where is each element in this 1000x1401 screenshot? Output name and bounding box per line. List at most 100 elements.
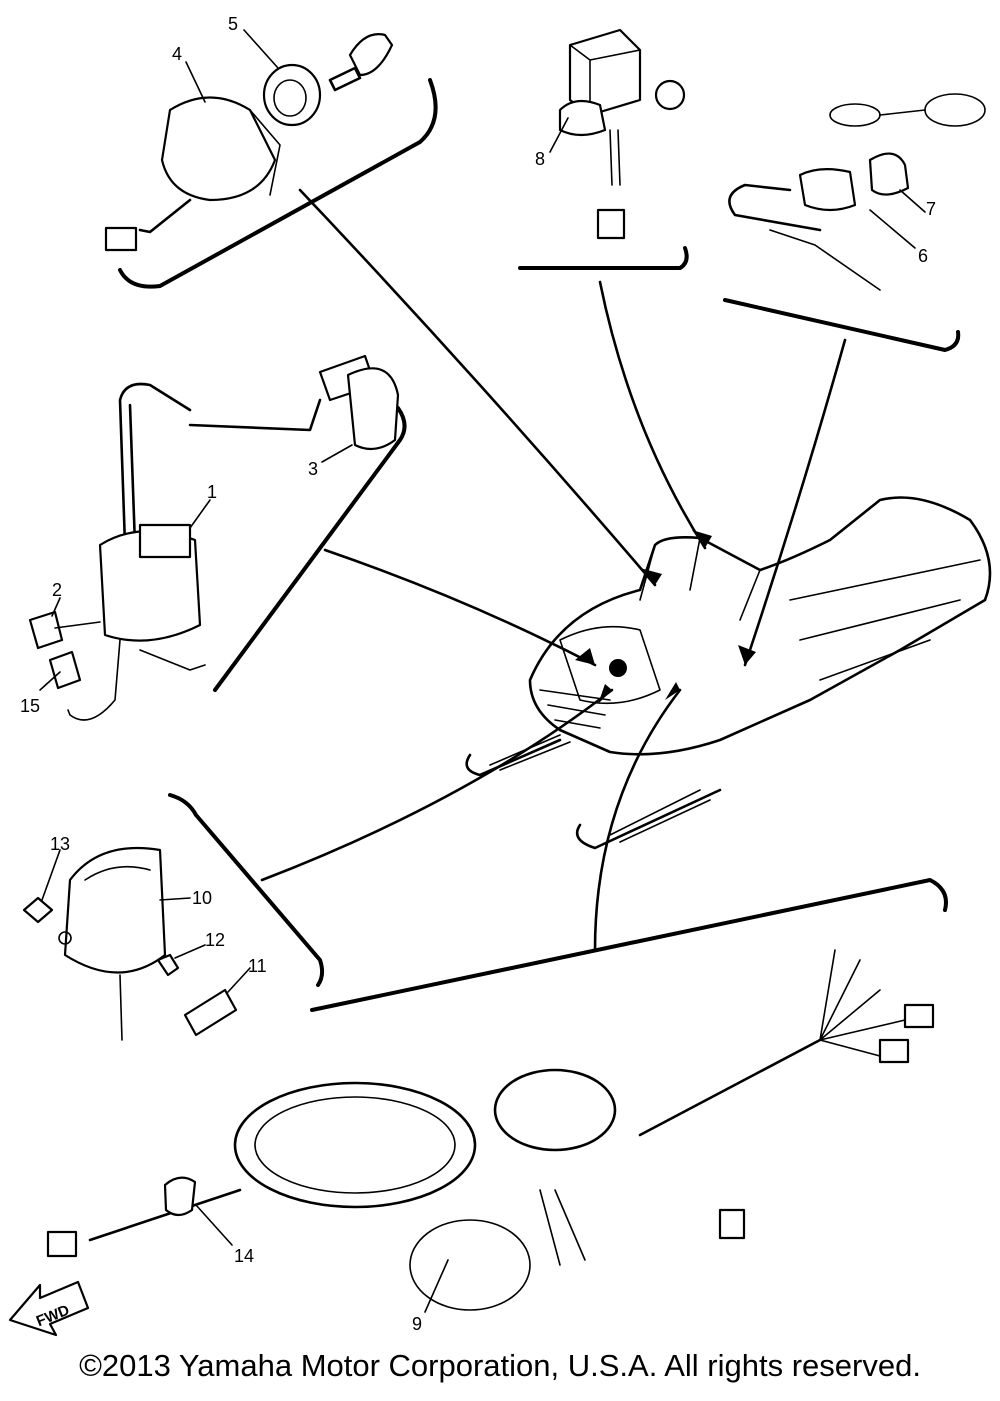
leader-13 [41, 849, 61, 901]
callout-12: 12 [205, 930, 225, 950]
left-ski [465, 738, 562, 777]
harness-clamp [163, 1176, 197, 1217]
bolt-head [28, 610, 64, 650]
part-regulator [22, 846, 238, 1041]
part-ignition-coil [28, 354, 400, 721]
fwd-arrow-shape [8, 1280, 90, 1337]
leader-14 [195, 1204, 233, 1246]
regulator-hole [58, 931, 72, 945]
exploded-parts-diagram: FWD 4 5 8 6 7 1 2 3 15 13 10 12 11 14 9 [8, 14, 992, 1337]
bracket-switch-group [723, 298, 961, 352]
key-head [348, 33, 394, 77]
harness-loop-large-inner [254, 1096, 456, 1194]
harness-right-run [638, 1038, 822, 1137]
cable-loop-b [924, 93, 986, 127]
callout-8: 8 [535, 149, 545, 169]
coil-terminal-block [138, 523, 192, 559]
harness-left-run [88, 1188, 242, 1242]
callout-3: 3 [308, 459, 318, 479]
headlight-rim [249, 109, 281, 196]
relay-bracket [558, 99, 607, 137]
part-relay [558, 28, 686, 240]
bracket-headlight-group [118, 78, 438, 289]
bolt-shank [54, 621, 101, 629]
coil-body [98, 530, 202, 642]
group-brackets [118, 78, 961, 1012]
regulator-fins [84, 865, 151, 881]
cable-loop-a [829, 103, 881, 127]
arrowhead-harness [665, 682, 680, 700]
leader-harness [593, 688, 682, 952]
callout-11: 11 [248, 956, 267, 976]
harness-loop-mid [493, 1068, 617, 1152]
windshield-lines [639, 537, 761, 621]
seat-lines [789, 559, 981, 681]
leader-7 [899, 189, 926, 213]
switch-knob [868, 152, 910, 196]
left-ski-strut [489, 734, 571, 771]
relay-connector [596, 208, 626, 240]
callout-7: 7 [926, 199, 936, 219]
callout-5: 5 [228, 14, 238, 34]
leader-8 [549, 117, 569, 153]
headlight-lead [138, 198, 192, 234]
regulator-lead [119, 974, 123, 1041]
coil-lead-left [118, 382, 192, 547]
callout-14: 14 [234, 1246, 254, 1266]
cowl-panel [559, 625, 661, 705]
arrowhead-regulator [598, 684, 612, 704]
leader-3 [321, 444, 353, 463]
coil-clip [48, 650, 82, 690]
headlight-housing [160, 96, 277, 202]
cable-link [879, 109, 926, 116]
part-bezel [262, 33, 394, 127]
leader-headlight [298, 188, 657, 587]
leader-switch [743, 338, 847, 667]
fwd-arrow: FWD [8, 1280, 90, 1337]
grille-lines [539, 689, 611, 729]
harness-loop-small [409, 1219, 531, 1311]
arrowhead-coil [575, 648, 595, 665]
coil-ground-wire [67, 639, 121, 721]
switch-wire [769, 229, 881, 291]
callout-9: 9 [412, 1314, 422, 1334]
bracket-coil-group [213, 406, 407, 692]
callout-2: 2 [52, 580, 62, 600]
snowmobile-body [528, 496, 992, 756]
mounting-point [609, 659, 627, 677]
part-wire-harness [46, 949, 935, 1311]
leader-15 [39, 671, 61, 691]
right-ski-strut [609, 789, 711, 843]
harness-connector-left [46, 1230, 78, 1258]
leader-regulator [260, 688, 614, 882]
harness-lower-leads [539, 1189, 586, 1266]
harness-connector-bottom [718, 1208, 746, 1240]
snowmobile [465, 496, 992, 850]
leader-2 [51, 597, 61, 617]
callout-6: 6 [918, 246, 928, 266]
copyright-notice: ©2013 Yamaha Motor Corporation, U.S.A. A… [79, 1348, 921, 1383]
switch-cable-loop [728, 183, 822, 232]
callout-10: 10 [192, 888, 212, 908]
harness-loop-large [233, 1081, 477, 1209]
harness-connector-right-lower [878, 1038, 910, 1064]
relay-leads [609, 129, 621, 186]
part-headlight [104, 96, 281, 252]
part-switch [728, 93, 986, 291]
coil-primary-wire [139, 649, 206, 671]
harness-branches [819, 949, 906, 1061]
leader-4 [185, 61, 206, 103]
key-shaft [328, 66, 362, 92]
callout-numbers: 4 5 8 6 7 1 2 3 15 13 10 12 11 14 9 [20, 14, 936, 1334]
coil-lead-inner [128, 403, 137, 547]
washer-12 [156, 953, 180, 977]
bracket-regulator-group [168, 793, 325, 987]
bracket-harness-group [310, 878, 948, 1012]
coil-lead-top [188, 398, 322, 432]
leader-1 [189, 499, 211, 529]
callout-13: 13 [50, 834, 70, 854]
leader-relay [598, 280, 707, 550]
leader-lines [260, 188, 847, 952]
leader-5 [243, 29, 279, 69]
leader-coil [323, 548, 597, 667]
